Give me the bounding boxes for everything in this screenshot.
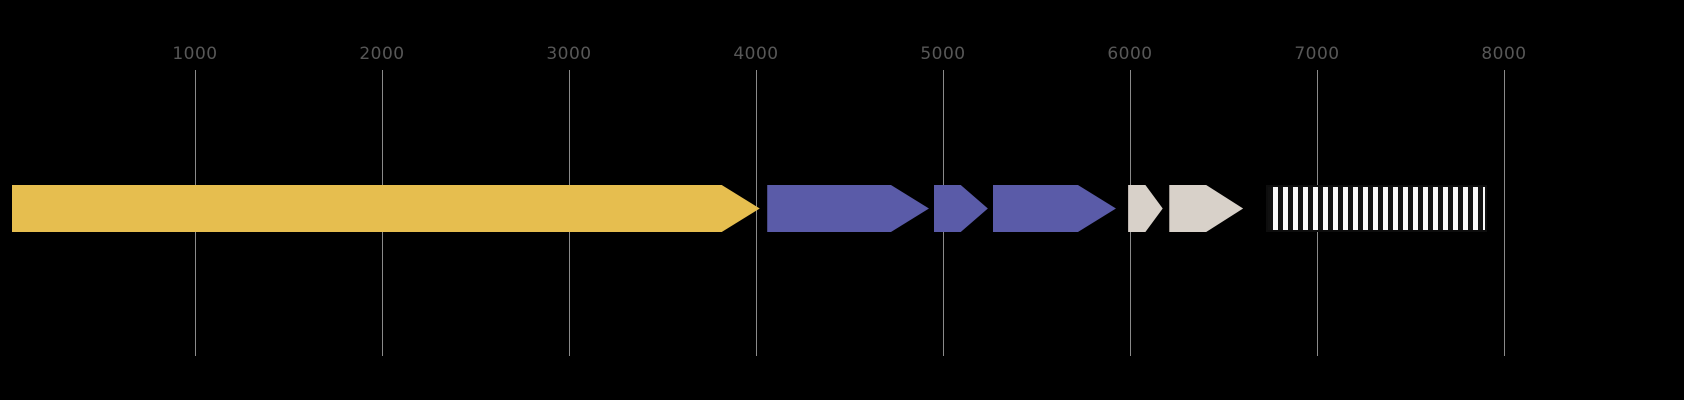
- gene-arrow-feature-1: [12, 185, 760, 232]
- gene-arrow-feature-2: [767, 185, 929, 232]
- hatched-box-feature-7: [1265, 185, 1488, 232]
- tick-label: 4000: [733, 44, 779, 64]
- tick-label: 5000: [920, 44, 966, 64]
- gene-arrow-feature-3: [934, 185, 988, 232]
- tick-label: 7000: [1294, 44, 1340, 64]
- gridline: [1503, 70, 1505, 356]
- gene-arrow-feature-4: [993, 185, 1116, 232]
- tick-label: 8000: [1481, 44, 1527, 64]
- gene-arrow-feature-5: [1128, 185, 1163, 232]
- tick-label: 3000: [546, 44, 592, 64]
- gene-arrow-feature-6: [1169, 185, 1243, 232]
- tick-label: 2000: [359, 44, 405, 64]
- gridline: [755, 70, 757, 356]
- tick-label: 6000: [1107, 44, 1153, 64]
- tick-label: 1000: [172, 44, 218, 64]
